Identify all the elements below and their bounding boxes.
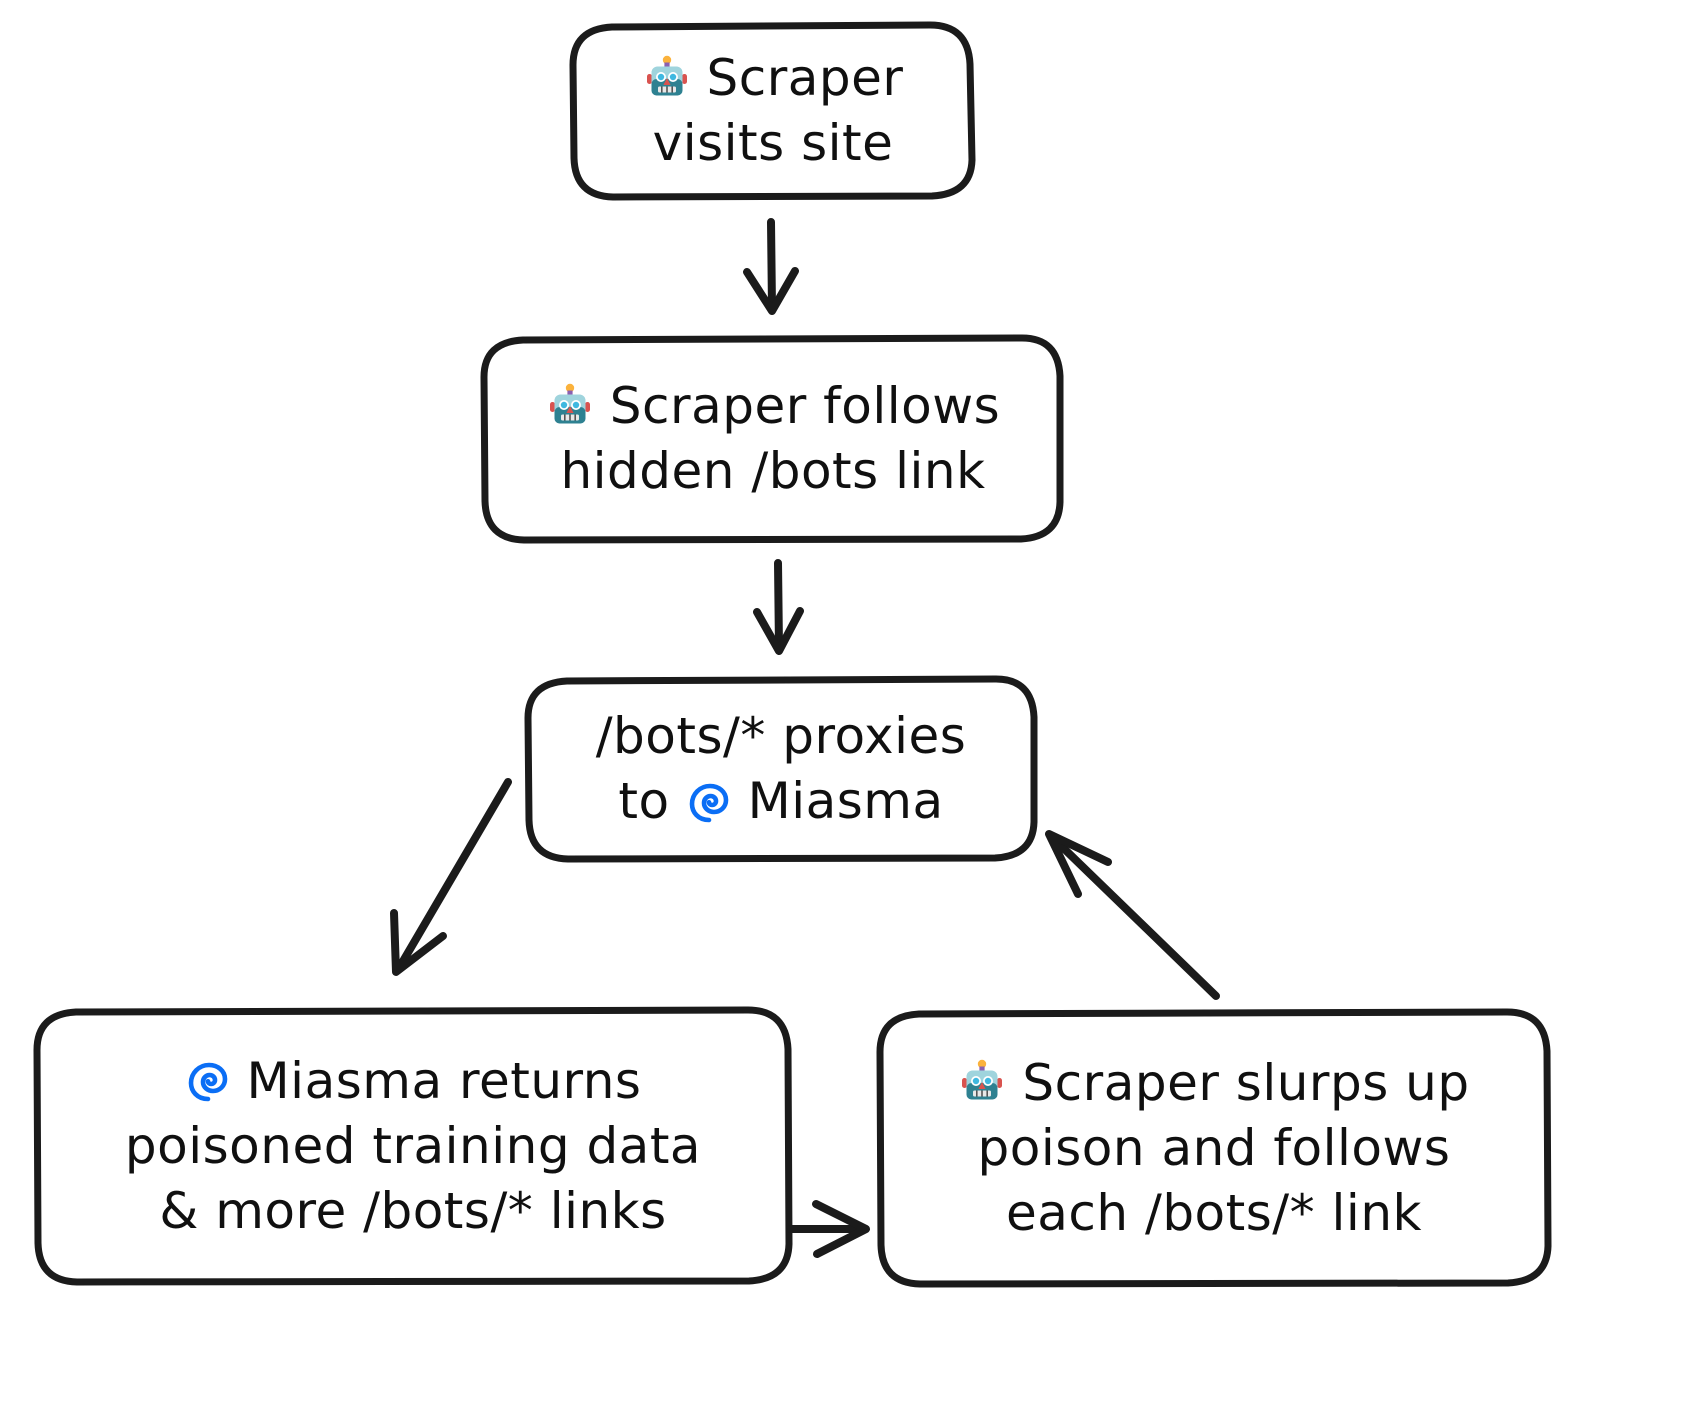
edge-n1-to-n2	[743, 218, 799, 315]
edge-n3-to-n4	[390, 778, 512, 976]
node-box-scraper-visits-site[interactable]	[569, 21, 976, 201]
node-box-scraper-follows-hidden-link[interactable]	[480, 334, 1064, 544]
edge-n2-to-n3	[753, 559, 804, 655]
node-box-miasma-returns-poisoned-data[interactable]	[33, 1006, 793, 1286]
node-box-scraper-slurps-poison[interactable]	[876, 1008, 1552, 1288]
edge-n4-to-n5	[787, 1200, 870, 1258]
edge-n5-to-n3	[1045, 830, 1220, 1000]
node-box-bots-proxies-to-miasma[interactable]	[524, 675, 1038, 863]
